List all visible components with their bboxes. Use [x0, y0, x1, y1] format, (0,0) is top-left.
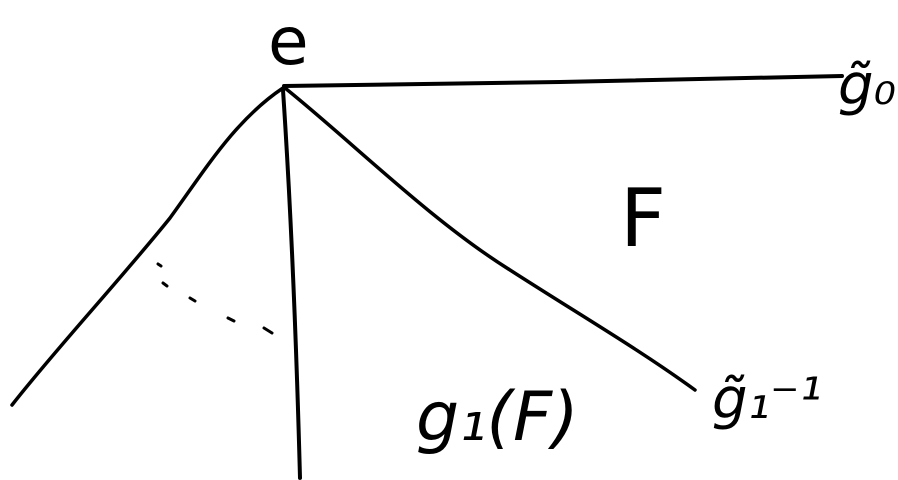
ray-g0 [282, 74, 844, 88]
ellipsis-dot [226, 316, 236, 323]
vertex-label: e [268, 3, 309, 80]
region-f-label: F [620, 172, 666, 265]
ellipsis-dots [156, 262, 274, 335]
ellipsis-dot [161, 281, 169, 288]
ray-g1-inverse-label: g̃₁⁻¹ [712, 367, 822, 432]
ellipsis-dot [156, 262, 163, 268]
vertical-edge [281, 88, 302, 480]
ray-g0-label: g̃₀ [838, 53, 896, 118]
ellipsis-dot [262, 326, 274, 335]
left-edge [10, 86, 285, 407]
ellipsis-dot [188, 296, 197, 303]
ray-g1-inverse [283, 86, 697, 392]
region-g1f-label: g₁(F) [416, 378, 579, 457]
